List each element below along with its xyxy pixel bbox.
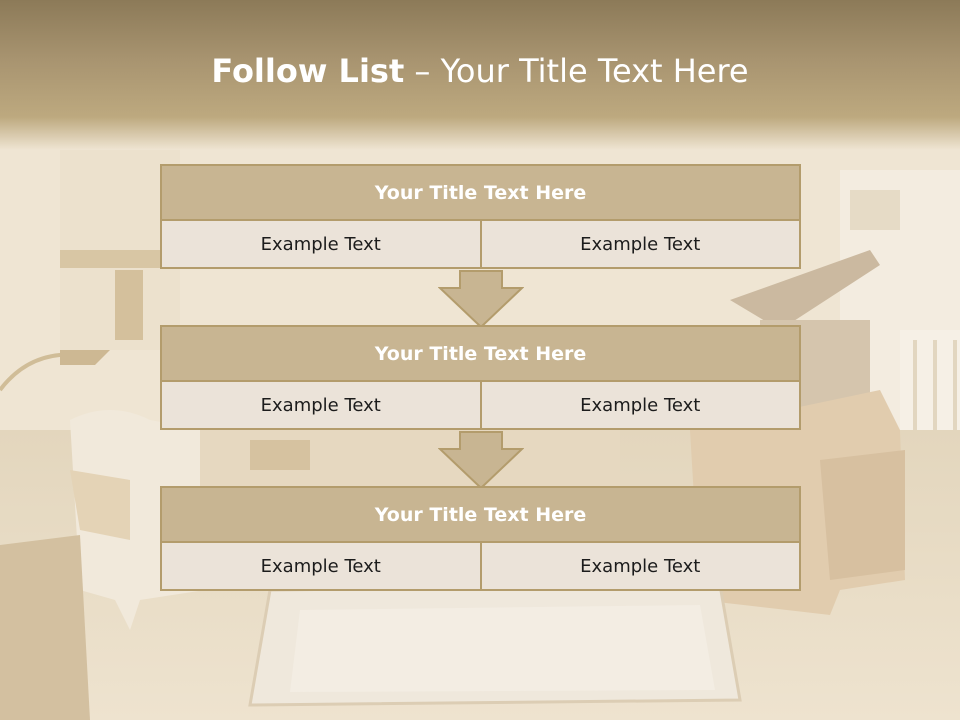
step-row: Example Text Example Text	[160, 541, 801, 591]
slide-title-rest: – Your Title Text Here	[404, 52, 749, 90]
step-block-1[interactable]: Your Title Text Here Example Text Exampl…	[160, 164, 801, 269]
step-cell-right[interactable]: Example Text	[479, 380, 801, 430]
down-arrow-icon	[438, 270, 524, 328]
step-header[interactable]: Your Title Text Here	[160, 486, 801, 543]
step-cell-left[interactable]: Example Text	[160, 541, 482, 591]
step-cell-right[interactable]: Example Text	[479, 219, 801, 269]
step-header[interactable]: Your Title Text Here	[160, 325, 801, 382]
step-row: Example Text Example Text	[160, 219, 801, 269]
slide-title[interactable]: Follow List – Your Title Text Here	[0, 52, 960, 90]
step-header[interactable]: Your Title Text Here	[160, 164, 801, 221]
step-cell-right[interactable]: Example Text	[479, 541, 801, 591]
step-row: Example Text Example Text	[160, 380, 801, 430]
step-cell-left[interactable]: Example Text	[160, 380, 482, 430]
down-arrow-icon	[438, 431, 524, 489]
step-cell-left[interactable]: Example Text	[160, 219, 482, 269]
step-block-2[interactable]: Your Title Text Here Example Text Exampl…	[160, 325, 801, 430]
slide-title-bold: Follow List	[211, 52, 405, 90]
title-band	[0, 0, 960, 150]
step-block-3[interactable]: Your Title Text Here Example Text Exampl…	[160, 486, 801, 591]
